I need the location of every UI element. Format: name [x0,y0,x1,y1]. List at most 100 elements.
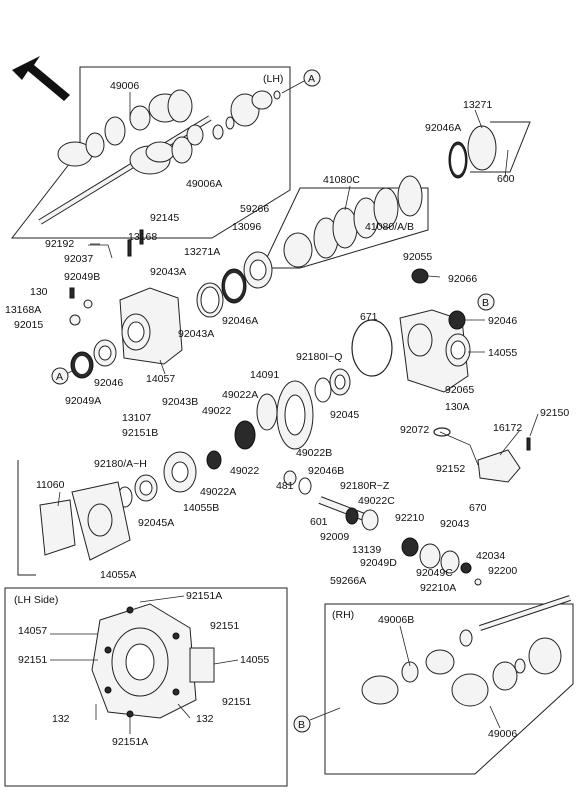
label-92015: 92015 [14,319,43,331]
label-92043a-lower: 92043A [178,328,214,340]
label-130: 130 [30,286,48,298]
label-130a: 130A [445,401,470,413]
label-92043-right: 92043 [440,518,469,530]
label-92072: 92072 [400,424,429,436]
bolt-92150 [526,437,531,451]
callout-b-right: B [482,297,489,309]
label-rh-tag: (RH) [332,609,354,621]
label-92150: 92150 [540,407,569,419]
label-14057-main: 14057 [146,373,175,385]
callout-a-left: A [56,371,63,383]
seal-601 [345,507,359,525]
bearing-92045a [134,474,158,502]
seal-92046a-mid [221,268,247,304]
bearing-92046-left [93,339,117,367]
rh-drive-shaft [361,595,571,707]
gear-49022a-lower [206,450,222,470]
label-671: 671 [360,311,378,323]
oring-671 [351,319,393,377]
left-housing-14057 [119,287,183,365]
callout-a-left-circle [51,367,69,385]
label-49022c: 49022C [358,495,395,507]
label-14055a: 14055A [100,569,136,581]
clutch-plates [283,175,423,268]
label-92151b: 92151B [122,427,158,439]
label-92045a: 92045A [138,517,174,529]
cover-14055a [71,481,131,561]
front-direction-arrow-icon [12,56,70,101]
label-lh-side-title: (LH Side) [14,594,58,606]
callout-a-top: A [308,73,315,85]
inset-label-132-left: 132 [52,713,70,725]
oring-481 [298,477,312,495]
inset-label-14055: 14055 [240,654,269,666]
cap-92055 [411,268,429,284]
label-42034: 42034 [476,550,505,562]
lh-drive-shaft [38,89,281,225]
label-92152: 92152 [436,463,465,475]
ring-gear-13096 [243,251,273,289]
label-14055-right: 14055 [488,347,517,359]
label-16172: 16172 [493,422,522,434]
lh-inner-joint [212,90,281,140]
part-labels: 49006 (LH) A 13271 92046A 600 41080C 490… [5,73,569,748]
gear-49022a-upper [234,420,256,450]
label-92049c: 92049C [416,567,453,579]
seal-92046-right [448,310,466,330]
label-14055b: 14055B [183,502,219,514]
lh-outer-joint [57,116,126,167]
inset-label-92151-top-right: 92151 [210,620,239,632]
label-49022b: 49022B [296,447,332,459]
coupling-42034 [440,550,460,574]
label-49022a-upper: 49022A [222,389,258,401]
inset-label-92151-bottom-right: 92151 [222,696,251,708]
label-13096: 13096 [232,221,261,233]
lh-side-assembly [91,603,215,719]
nut-92200 [460,562,472,574]
label-92046b: 92046B [308,465,344,477]
callout-b-bottom-circle [293,715,311,733]
label-92210: 92210 [395,512,424,524]
washer-92210a [474,578,482,586]
ring-gear-49022b [276,380,314,450]
callout-b-right-circle [477,293,495,311]
label-13107: 13107 [122,412,151,424]
callout-b-bottom: B [298,719,305,731]
bearing-92046b [283,470,297,486]
label-92145: 92145 [150,212,179,224]
pin-92192 [88,244,113,259]
label-49022a-lower: 49022A [200,486,236,498]
label-92046-left: 92046 [94,377,123,389]
label-41080c: 41080C [323,174,360,186]
label-601: 601 [310,516,328,528]
bearing-13139 [401,537,419,557]
lh-boot-outer [129,136,193,175]
lh-boot-inner [129,89,204,146]
label-92210a: 92210A [420,582,456,594]
label-92065: 92065 [445,384,474,396]
part-13271-plate [448,125,497,179]
label-41080ab: 41080/A/B [365,221,414,233]
label-13271a: 13271A [184,246,220,258]
label-49006-bottom: 49006 [488,728,517,740]
bracket-13168a [69,314,81,326]
label-92046a-mid: 92046A [222,315,258,327]
rh-shaft-frame [324,603,574,775]
bearing-92210 [361,509,379,531]
label-92045: 92045 [330,409,359,421]
label-92009: 92009 [320,531,349,543]
washer-92049b [83,299,93,309]
inset-label-132-right: 132 [196,713,214,725]
label-92192: 92192 [45,238,74,250]
label-lh-tag: (LH) [263,73,283,85]
bearing-92045 [329,368,351,396]
right-housing-14055 [399,309,471,393]
lh-side-inset-frame [4,587,288,787]
screw-13168 [127,239,132,257]
diff-case-14055b [163,451,197,493]
label-92066: 92066 [448,273,477,285]
label-49006b: 49006B [378,614,414,626]
label-92049a: 92049A [65,395,101,407]
shim-92180iq [314,377,332,403]
